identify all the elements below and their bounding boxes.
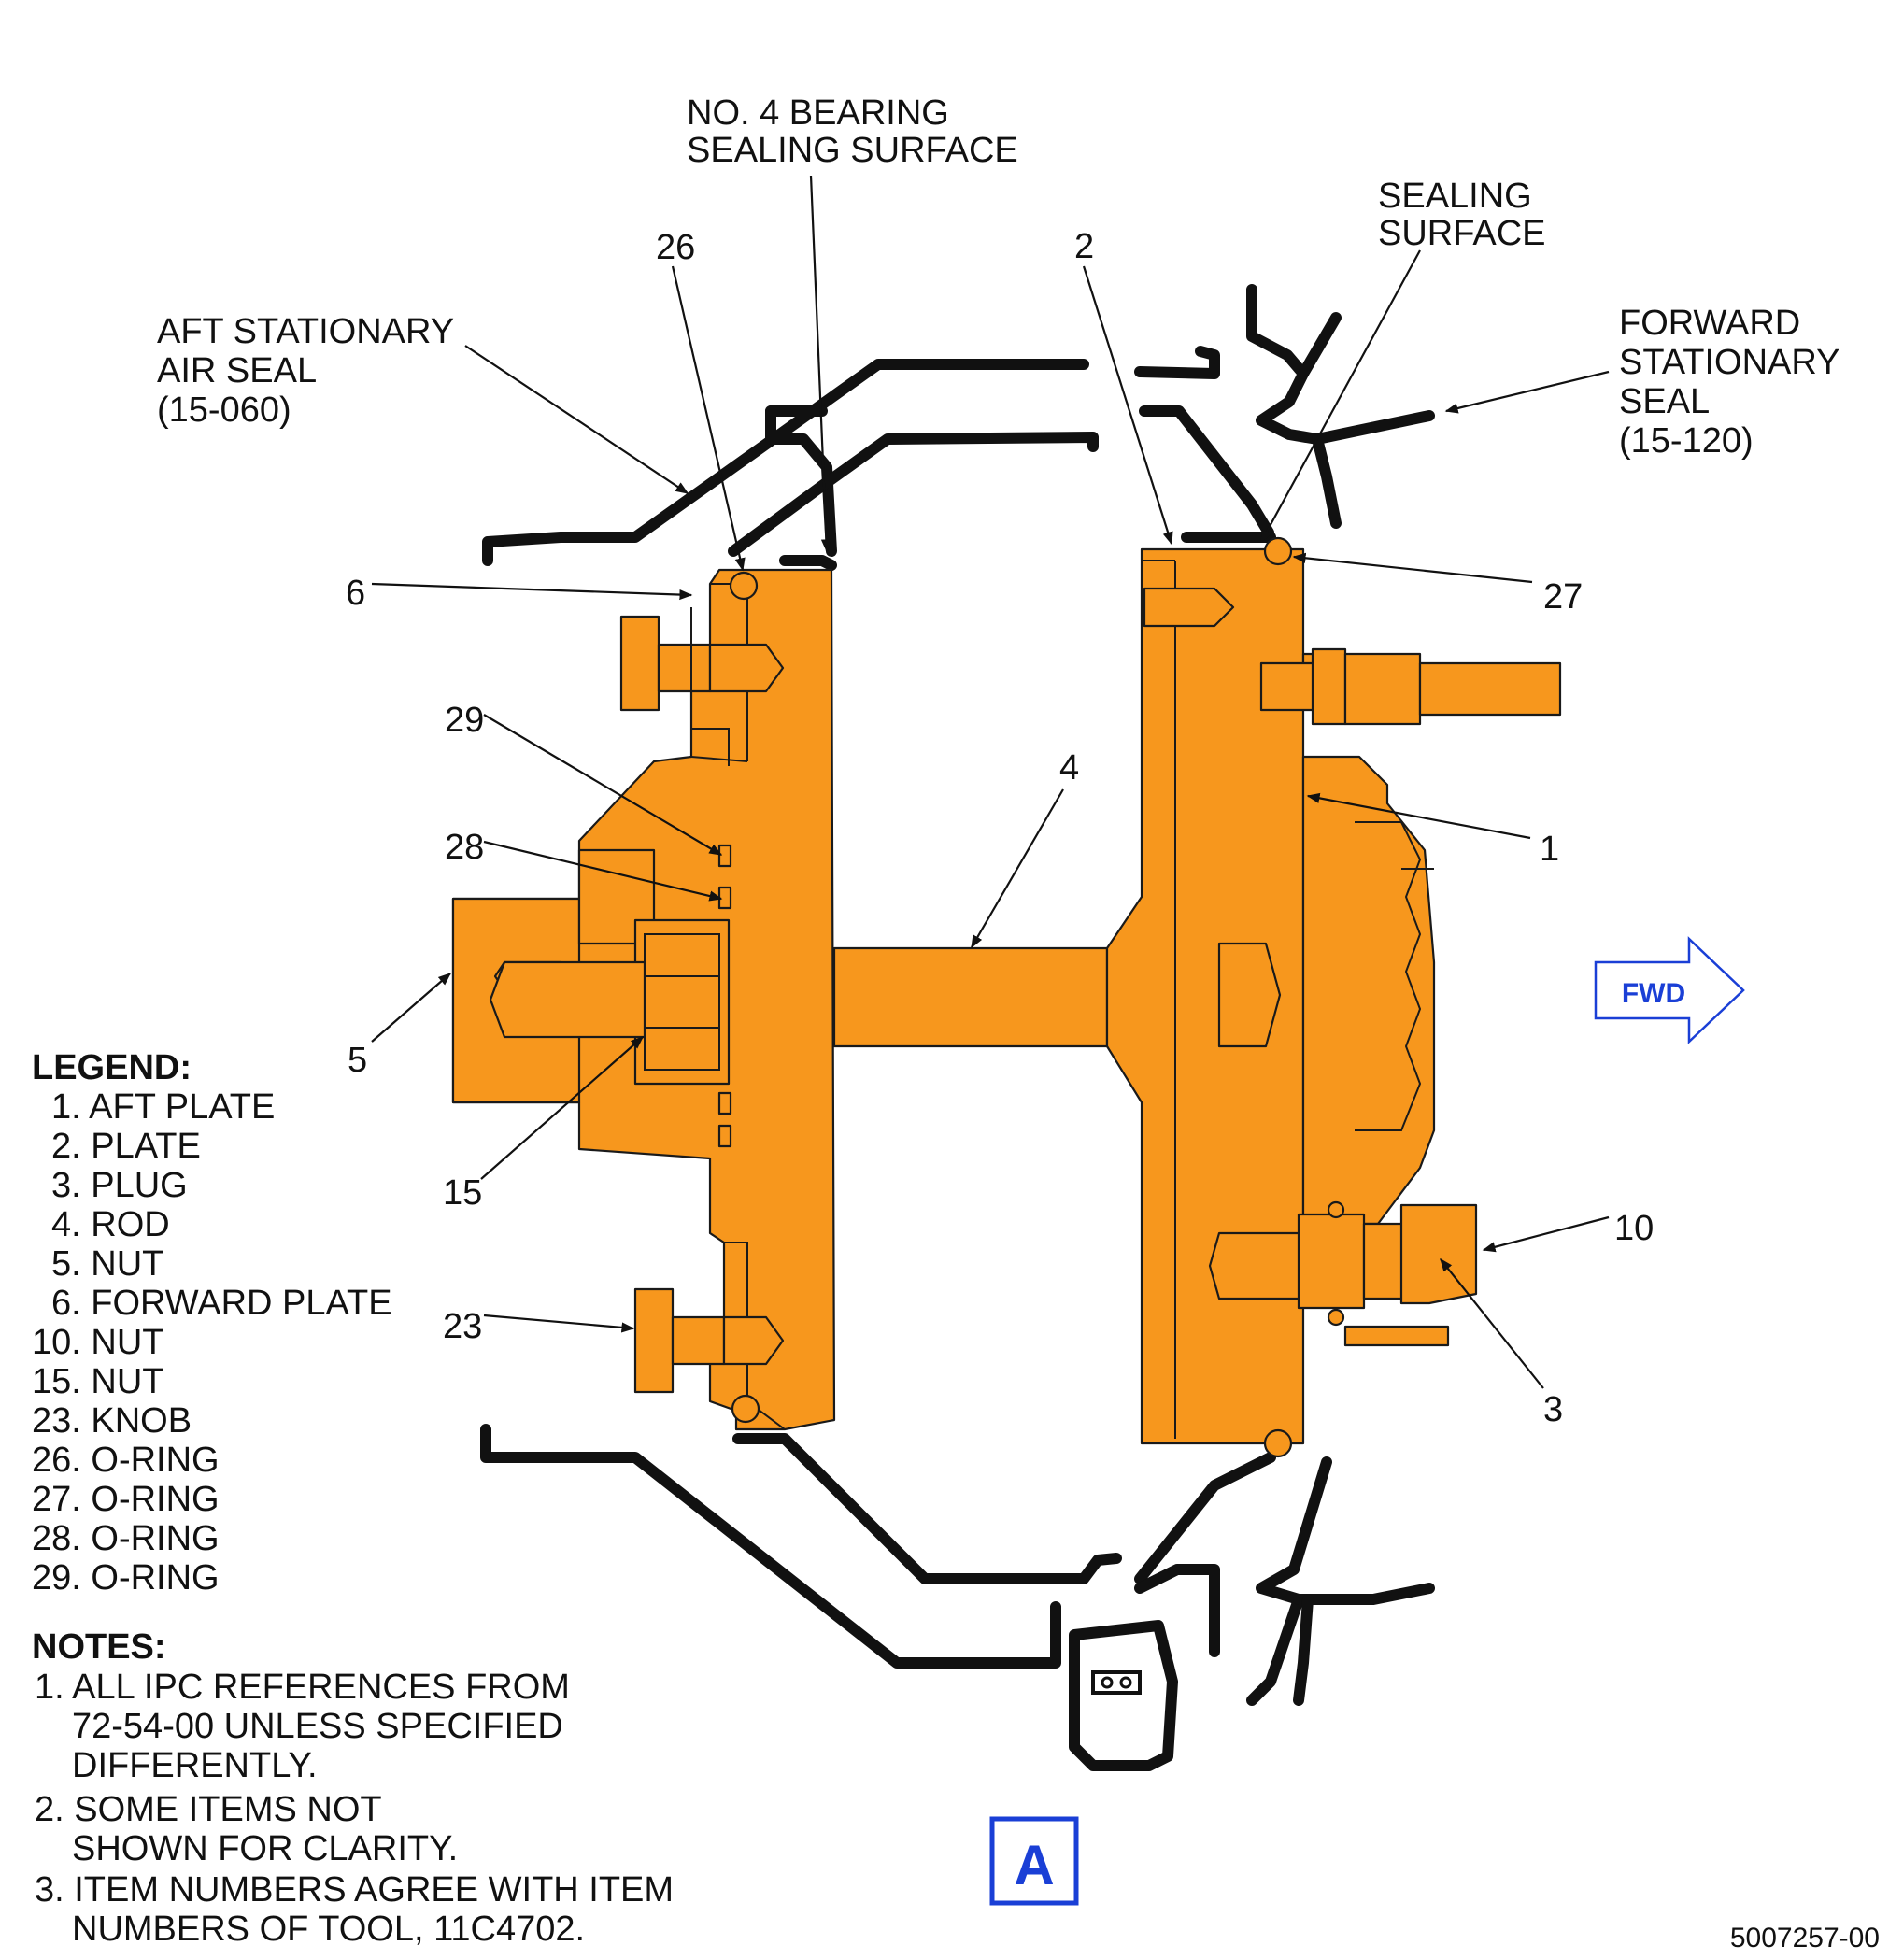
aft-stationary-air-seal-upper xyxy=(482,359,1099,571)
callout-23: 23 xyxy=(443,1307,482,1346)
legend-item: 28. O-RING xyxy=(32,1519,220,1558)
left-knob-top xyxy=(619,607,785,766)
forward-stationary-seal-upper xyxy=(1246,284,1435,529)
leader-lines xyxy=(371,175,1610,1389)
legend-title: LEGEND: xyxy=(32,1048,192,1087)
forward-stationary-seal-lower xyxy=(1246,1456,1435,1706)
upper-center-seal xyxy=(1134,346,1276,543)
callout-15: 15 xyxy=(443,1173,482,1213)
callout-6: 6 xyxy=(346,574,365,613)
label-forward-stationary-line1: FORWARD xyxy=(1619,304,1800,343)
label-aft-stationary-line3: (15-060) xyxy=(157,391,291,430)
note-line: 72-54-00 UNLESS SPECIFIED xyxy=(72,1707,563,1746)
figure-number: 5007257-00 xyxy=(1730,1923,1880,1953)
callout-5: 5 xyxy=(348,1041,367,1080)
nut-10-plug-3 xyxy=(1208,1200,1478,1347)
callout-28: 28 xyxy=(445,828,484,867)
legend-item: 5. NUT xyxy=(51,1244,163,1284)
callout-1: 1 xyxy=(1540,830,1559,869)
legend-item: 23. KNOB xyxy=(32,1401,192,1441)
legend-item: 27. O-RING xyxy=(32,1480,220,1519)
plate-2 xyxy=(1105,536,1305,1458)
legend-item: 26. O-RING xyxy=(32,1441,220,1480)
label-aft-stationary-line2: AIR SEAL xyxy=(157,351,317,391)
callout-29: 29 xyxy=(445,701,484,740)
callout-2: 2 xyxy=(1074,227,1094,266)
label-no4-bearing-line2: SEALING SURFACE xyxy=(687,131,1018,170)
aft-plate-1-left-stud xyxy=(489,960,646,1039)
label-no4-bearing-line1: NO. 4 BEARING xyxy=(687,93,949,133)
legend-item: 15. NUT xyxy=(32,1362,163,1401)
callout-26: 26 xyxy=(656,228,695,267)
note-line: NUMBERS OF TOOL, 11C4702. xyxy=(72,1910,585,1949)
note-line: SHOWN FOR CLARITY. xyxy=(72,1829,458,1868)
label-sealing-surface-line1: SEALING xyxy=(1378,177,1532,216)
legend-item: 10. NUT xyxy=(32,1323,163,1362)
note-line: 2. SOME ITEMS NOT xyxy=(35,1790,382,1829)
legend: LEGEND: 1. AFT PLATE 2. PLATE 3. PLUG 4.… xyxy=(32,1048,392,1598)
legend-item: 29. O-RING xyxy=(32,1558,220,1598)
rod-4 xyxy=(832,946,1109,1048)
note-line: DIFFERENTLY. xyxy=(72,1746,318,1785)
bottom-fitting xyxy=(1069,1620,1178,1771)
callout-4: 4 xyxy=(1059,748,1079,788)
nut-15 xyxy=(633,918,731,1086)
left-knob-23 xyxy=(633,1287,785,1394)
legend-item: 6. FORWARD PLATE xyxy=(51,1284,392,1323)
label-forward-stationary-line3: SEAL xyxy=(1619,382,1710,421)
label-forward-stationary-line2: STATIONARY xyxy=(1619,343,1839,382)
aft-plate-1 xyxy=(1301,755,1436,1226)
fwd-arrow-label: FWD xyxy=(1622,978,1685,1009)
note-line: 3. ITEM NUMBERS AGREE WITH ITEM xyxy=(35,1870,674,1910)
legend-item: 4. ROD xyxy=(51,1205,170,1244)
callout-3: 3 xyxy=(1543,1390,1563,1429)
note-line: 1. ALL IPC REFERENCES FROM xyxy=(35,1668,570,1707)
legend-item: 3. PLUG xyxy=(51,1166,188,1205)
upper-right-fitting xyxy=(1259,647,1562,726)
label-sealing-surface-line2: SURFACE xyxy=(1378,214,1545,253)
legend-item: 2. PLATE xyxy=(51,1127,201,1166)
view-letter: A xyxy=(1014,1834,1054,1896)
label-forward-stationary-line4: (15-120) xyxy=(1619,421,1754,461)
label-aft-stationary-line1: AFT STATIONARY xyxy=(157,312,454,351)
view-a-label: A xyxy=(989,1816,1079,1906)
callout-10: 10 xyxy=(1614,1209,1654,1248)
notes-title: NOTES: xyxy=(32,1627,166,1667)
notes: NOTES: 1. ALL IPC REFERENCES FROM 72-54-… xyxy=(32,1627,674,1949)
legend-item: 1. AFT PLATE xyxy=(51,1087,275,1127)
callout-27: 27 xyxy=(1543,577,1583,617)
fwd-direction-arrow: FWD xyxy=(1594,936,1745,1044)
aft-stationary-air-seal-lower xyxy=(480,1424,1276,1669)
